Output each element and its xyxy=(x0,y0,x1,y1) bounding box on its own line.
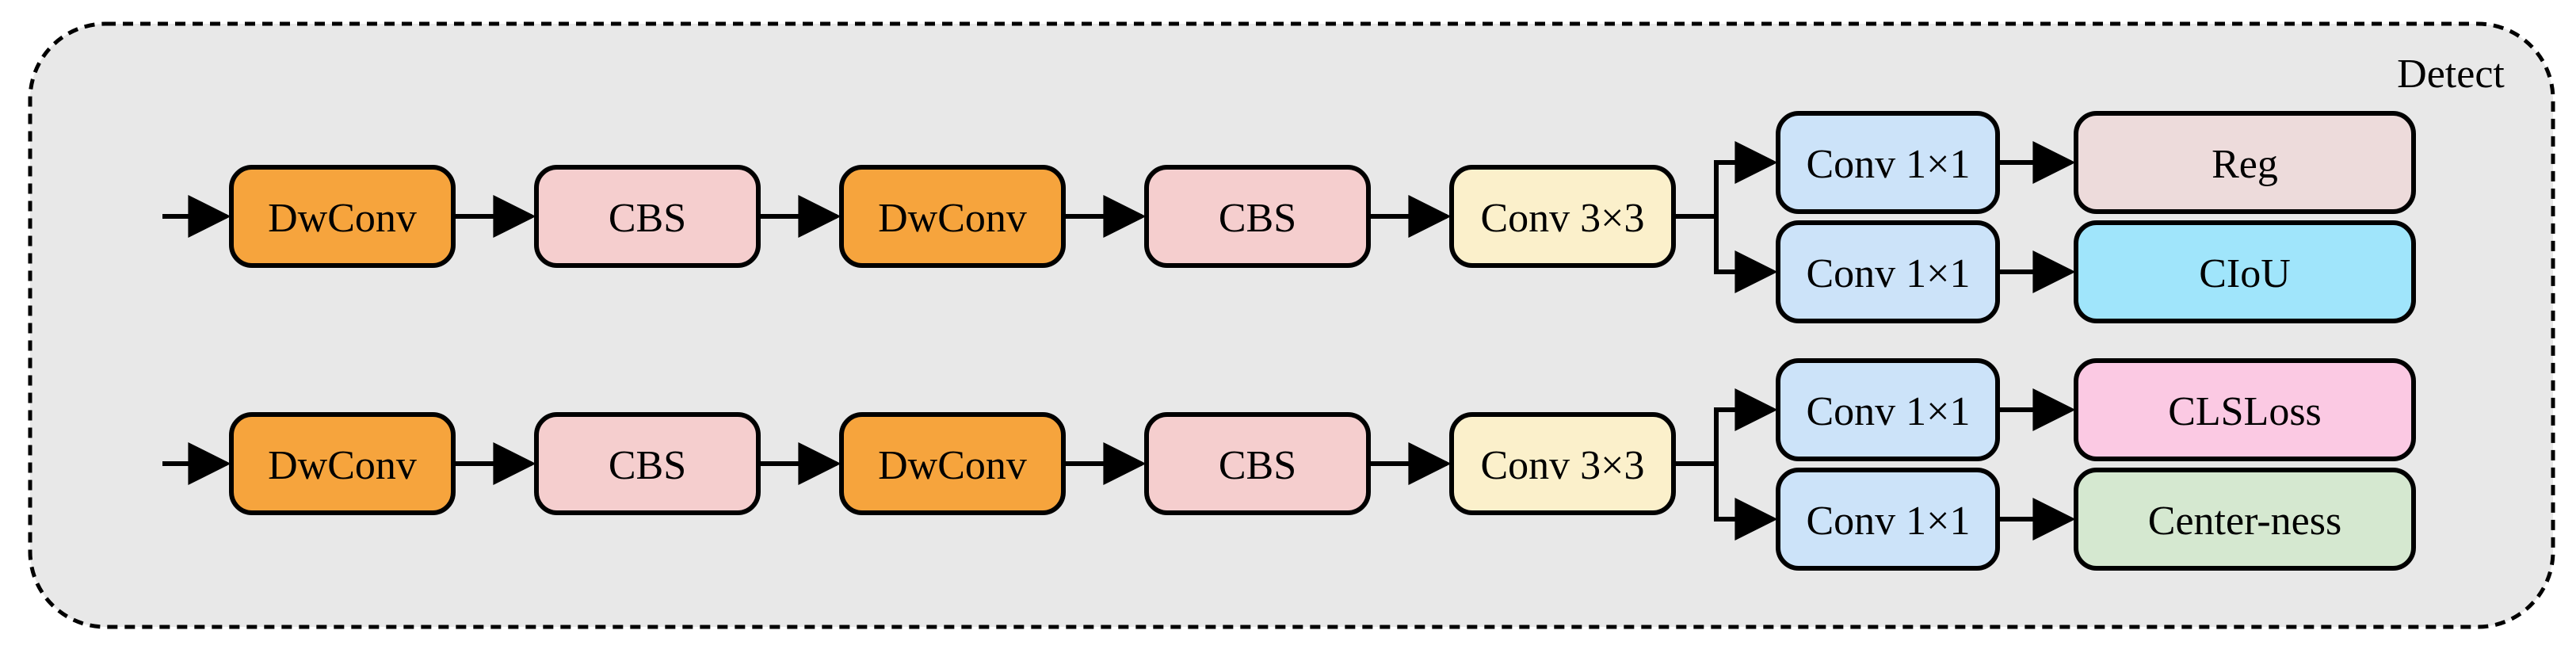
conv3x3-label: Conv 3×3 xyxy=(1480,443,1644,488)
node-conv1x1-lower: Conv 1×1 xyxy=(1776,220,2000,323)
node-output-ciou: CIoU xyxy=(2074,220,2416,323)
pipeline-row-2: DwConv CBS DwConv CBS Conv 3×3 Con xyxy=(162,358,2416,571)
region-label: Detect xyxy=(2397,52,2505,97)
conv1x1-label: Conv 1×1 xyxy=(1806,389,1970,434)
node-output-reg: Reg xyxy=(2074,111,2416,214)
node-cbs-2: CBS xyxy=(1144,165,1371,268)
node-conv1x1-upper: Conv 1×1 xyxy=(1776,358,2000,461)
conv1x1-label: Conv 1×1 xyxy=(1806,251,1970,296)
node-cbs-2: CBS xyxy=(1144,412,1371,515)
centerness-label: Center-ness xyxy=(2148,499,2341,544)
dwconv-label: DwConv xyxy=(268,196,417,241)
conv1x1-label: Conv 1×1 xyxy=(1806,499,1970,544)
node-conv3x3: Conv 3×3 xyxy=(1449,165,1676,268)
node-cbs-1: CBS xyxy=(534,412,761,515)
node-dwconv-2: DwConv xyxy=(839,165,1066,268)
clsloss-box xyxy=(2074,358,2416,461)
conv3x3-label: Conv 3×3 xyxy=(1480,196,1644,241)
node-conv1x1-lower: Conv 1×1 xyxy=(1776,468,2000,571)
pipeline-row-1: DwConv CBS DwConv CBS Conv 3×3 Con xyxy=(162,111,2416,323)
reg-box xyxy=(2074,111,2416,214)
cbs-label: CBS xyxy=(1219,443,1296,488)
node-dwconv-1: DwConv xyxy=(229,412,456,515)
node-dwconv-2: DwConv xyxy=(839,412,1066,515)
centerness-box xyxy=(2074,468,2416,571)
node-output-clsloss: CLSLoss xyxy=(2074,358,2416,461)
reg-label: Reg xyxy=(2212,142,2278,187)
node-dwconv-1: DwConv xyxy=(229,165,456,268)
node-conv3x3: Conv 3×3 xyxy=(1449,412,1676,515)
node-cbs-1: CBS xyxy=(534,165,761,268)
node-output-centerness: Center-ness xyxy=(2074,468,2416,571)
clsloss-label: CLSLoss xyxy=(2168,389,2322,434)
dwconv-label: DwConv xyxy=(268,443,417,488)
dwconv-label: DwConv xyxy=(878,443,1027,488)
ciou-box xyxy=(2074,220,2416,323)
dwconv-label: DwConv xyxy=(878,196,1027,241)
cbs-label: CBS xyxy=(1219,196,1296,241)
ciou-label: CIoU xyxy=(2199,251,2291,296)
cbs-label: CBS xyxy=(609,196,686,241)
cbs-label: CBS xyxy=(609,443,686,488)
node-conv1x1-upper: Conv 1×1 xyxy=(1776,111,2000,214)
conv1x1-label: Conv 1×1 xyxy=(1806,142,1970,187)
